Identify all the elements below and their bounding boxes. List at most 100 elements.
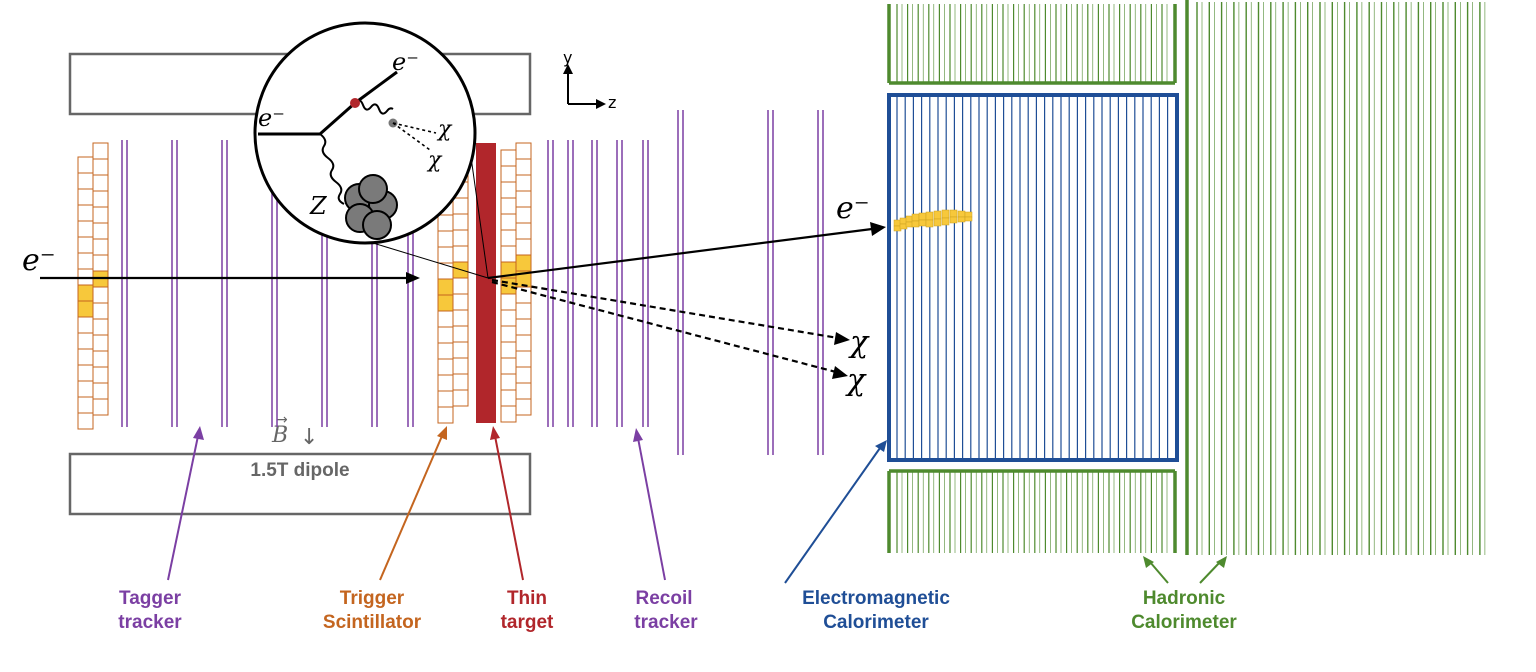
scintillator-pad [77,396,94,414]
scintillator-pad [437,310,454,328]
inset-nucleus [344,174,398,240]
feynman-inset [253,21,477,245]
chi-label-2: χ [845,363,867,398]
hcal-label-line-2: Calorimeter [1131,612,1237,633]
recoil-label-line-2: tracker [634,612,698,633]
tagger-arrow [167,435,199,581]
scintillator-pad [515,206,532,224]
electromagnetic-calorimeter [887,93,1179,462]
target-label-line-1: Thin [507,588,547,609]
tagger-label-line-2: tracker [118,612,182,633]
ecal-arrow [784,447,881,584]
upstream-scintillator [77,142,109,430]
scintillator-pad [515,238,532,256]
b-field-label: B → ↓ [271,412,318,450]
ecal-hit [941,209,950,219]
scintillator-pad [437,246,454,264]
scintillator-pad [452,357,469,375]
b-field-down-arrow: ↓ [300,425,318,450]
scintillator-pad [515,398,532,416]
svg-text:B: B [271,423,288,448]
scintillator-pad [515,318,532,336]
scintillator-pad [92,318,109,336]
beam-electron-label: e⁻ [22,243,56,278]
scintillator-pad [500,341,517,359]
scintillator-pad [92,206,109,224]
ecal-label-line-1: Electromagnetic [802,588,950,609]
scintillator-pad [500,405,517,423]
scintillator-pad [515,174,532,192]
scintillator-pad [77,412,94,430]
scintillator-pad [92,382,109,400]
scintillator-pad [77,188,94,206]
scintillator-pad [77,284,94,302]
scintillator-pad [515,302,532,320]
ecal-hit [949,209,958,218]
dark-matter-track-1 [491,278,850,345]
inset-outgoing-electron-line [354,70,398,105]
scintillator-pad [92,254,109,272]
scintillator-pad [452,389,469,407]
ecal-hit [949,216,958,224]
ecal-hit [925,219,934,228]
hcal-label-line-1: Hadronic [1143,588,1226,609]
ecal-hit [911,213,920,222]
scintillator-pad [92,190,109,208]
scintillator-pad [437,326,454,344]
scintillator-pad [77,300,94,318]
coordinate-axes [563,64,606,109]
scintillator-pad [437,390,454,408]
ecal-hit [964,216,973,222]
scintillator-pad [500,149,517,167]
scintillator-pad [500,245,517,263]
hadronic-calorimeter [887,0,1486,555]
recoil-electron-label: e⁻ [836,191,870,226]
scintillator-pad [92,222,109,240]
scintillator-pad [500,325,517,343]
thin-target [476,143,496,423]
scintillator-pad [500,181,517,199]
scintillator-pad [92,366,109,384]
scintillator-pad [452,309,469,327]
scintillator-pad [500,293,517,311]
tagger-label-line-1: Tagger [119,588,182,609]
scintillator-pad [515,382,532,400]
inset-dark-photon [354,99,394,115]
incoming-beam [40,272,420,284]
ecal-hit [918,212,927,221]
scintillator-pad [77,252,94,270]
scintillator-pad [77,172,94,190]
scintillator-pad [515,350,532,368]
scintillator-pad [500,213,517,231]
target-arrow [494,435,524,581]
hcal-back-section [1196,2,1486,555]
scintillator-pad [77,348,94,366]
trigger-label-line-1: Trigger [340,588,405,609]
scintillator-pad [452,229,469,247]
scintillator-pad [437,214,454,232]
scintillator-pad [515,366,532,384]
scintillator-pad [452,325,469,343]
inset-chi-label-2: χ [426,148,443,173]
ecal-label-line-2: Calorimeter [823,612,929,633]
inset-electron-propagator [319,101,356,136]
scintillator-pad [452,341,469,359]
scintillator-pad [437,230,454,248]
scintillator-pad [92,350,109,368]
scintillator-pad [77,380,94,398]
ecal-layers [896,97,1177,458]
annotation-arrows [167,426,1227,584]
scintillator-pad [500,197,517,215]
inset-emission-vertex [350,98,360,108]
scintillator-pad [77,236,94,254]
scintillator-pad [92,334,109,352]
ecal-hit [911,220,920,228]
ecal-hit [964,211,973,218]
scintillator-pad [500,165,517,183]
scintillator-pad [500,389,517,407]
hcal-top-section [887,4,1177,85]
scintillator-pad [437,358,454,376]
scintillator-pad [437,406,454,424]
target-label-line-2: target [501,612,554,633]
scintillator-pad [452,213,469,231]
